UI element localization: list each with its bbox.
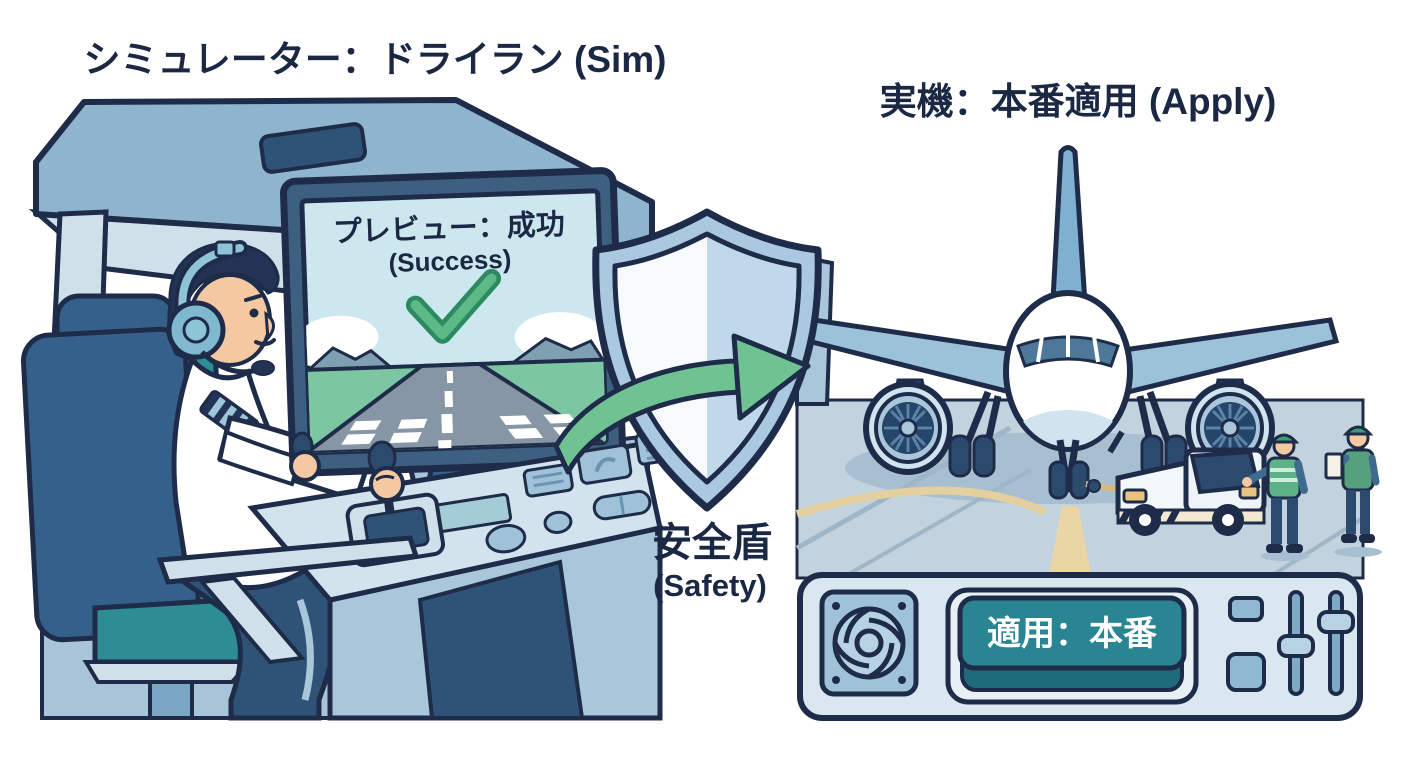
main-gear-left [948, 390, 1002, 478]
pilot-left-hand [289, 450, 321, 482]
runway-mark [341, 433, 376, 445]
runway-mark [507, 428, 544, 439]
panel-key-small [1228, 596, 1264, 622]
check-icon [405, 268, 502, 344]
armrest-strut [198, 575, 306, 665]
engine-left [863, 378, 953, 475]
simulator-scene: プレビュー：成功 (Success) [20, 97, 687, 721]
pilot-nose [264, 310, 275, 342]
apply-control-panel: 適用：本番 [797, 572, 1363, 721]
worker-shoe [1286, 544, 1303, 553]
slider-handle [1277, 634, 1315, 658]
runway-mark [389, 431, 422, 444]
worker-shadow [1334, 547, 1382, 557]
console-front-panel [417, 559, 585, 720]
shield-icon [592, 208, 822, 512]
fuselage-shading [1008, 410, 1128, 447]
clipboard [1324, 452, 1344, 480]
control-console [247, 427, 687, 721]
slider-1 [1277, 590, 1315, 696]
mic-icon [251, 360, 275, 376]
left-scene-title: シミュレーター：ドライラン (Sim) [83, 39, 666, 80]
tail-fin [1049, 145, 1089, 321]
right-scene-title: 実機：本番適用 (Apply) [880, 81, 1277, 122]
worker-hand [1242, 477, 1252, 487]
aircraft-scene: 適用：本番 [795, 145, 1382, 721]
apply-button-label: 適用：本番 [987, 615, 1158, 653]
arrow-head [731, 333, 811, 421]
pushback-tug [1115, 447, 1267, 536]
worker-shadow [1261, 551, 1309, 561]
pilot-right-hand [369, 466, 405, 502]
taxi-line [795, 486, 1047, 518]
center-line [1048, 506, 1092, 578]
runway-mark [349, 420, 382, 431]
screen-content [301, 312, 607, 453]
ground-crew-worker-2 [1324, 425, 1382, 557]
seat-pedestal [148, 680, 194, 720]
apply-button-top [957, 595, 1187, 671]
leg-highlight [296, 598, 314, 701]
worker-leg [1346, 490, 1356, 534]
gear-lever [1107, 430, 1125, 454]
armrest [156, 535, 420, 585]
slider-handle [1317, 610, 1355, 634]
worker-helmet [1342, 425, 1374, 436]
mouth [254, 338, 276, 347]
roof-vent [259, 122, 367, 174]
tug-wheel-hub [1139, 514, 1151, 526]
worker-leg [1271, 498, 1282, 544]
ground-crew-worker-1 [1242, 433, 1309, 561]
runway-dash [444, 390, 454, 408]
hand-fingers [375, 474, 395, 482]
tug-light [1122, 488, 1148, 504]
seat-pan [82, 660, 255, 684]
slider-2 [1317, 590, 1355, 696]
console-button [576, 443, 633, 485]
worker-leg [1287, 498, 1298, 544]
runway-dash [446, 370, 454, 384]
simulator-monitor: プレビュー：成功 (Success) [279, 167, 627, 477]
tug-wheel-hub [1222, 514, 1234, 526]
panel-key-large [1226, 652, 1266, 692]
fuselage [1003, 290, 1133, 452]
console-knob [543, 510, 573, 534]
runway-mark [543, 413, 577, 424]
tug-light [1238, 484, 1260, 500]
worker-shoe [1341, 534, 1357, 543]
airplane [804, 145, 1340, 500]
worker-arm [1294, 460, 1308, 494]
worker-shoe [1266, 544, 1283, 553]
eye [249, 308, 259, 318]
runway-dash [438, 439, 452, 451]
headset-icon [166, 240, 275, 376]
tarmac-line [841, 468, 1031, 580]
console-knob [485, 524, 527, 554]
apply-button: 適用：本番 [945, 587, 1199, 705]
worker-leg [1360, 490, 1370, 534]
worker-arm [1368, 454, 1380, 486]
eyebrow [244, 293, 265, 302]
preview-status-text: プレビュー：成功 [332, 208, 565, 249]
worker-shoe [1359, 534, 1375, 543]
slider-track [1328, 590, 1344, 696]
runway-mark [499, 415, 532, 426]
fan-vent-icon [819, 589, 919, 697]
runway-dash [441, 413, 453, 434]
runway-mark [397, 418, 428, 429]
shield-sublabel: (Safety) [653, 568, 767, 603]
pilot-forearm [217, 429, 303, 487]
worker-cap [1268, 433, 1300, 444]
shield-label: 安全盾 [652, 520, 772, 565]
cockpit-windows [1016, 333, 1120, 368]
curved-arrow-icon [553, 333, 811, 475]
